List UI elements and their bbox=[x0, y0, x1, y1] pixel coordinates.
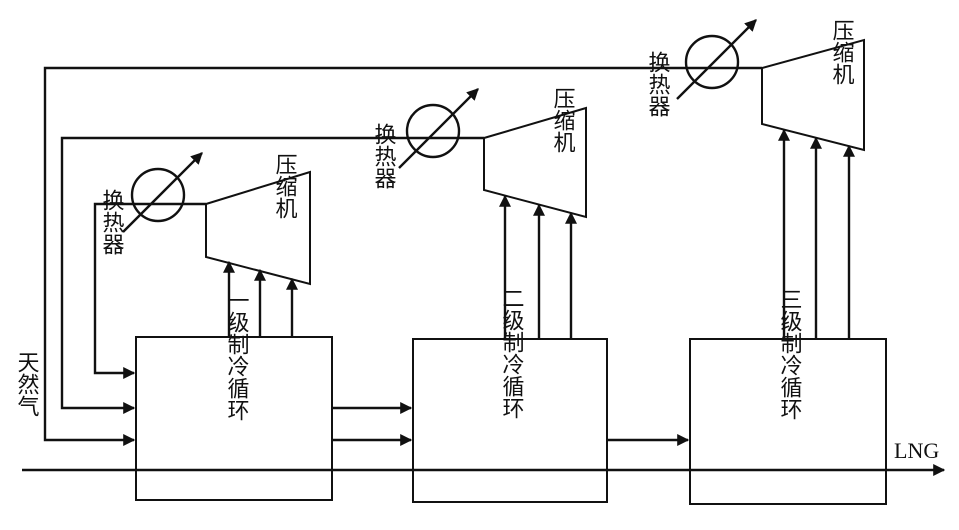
compressor-1-shape bbox=[205, 170, 311, 286]
loop-1-line bbox=[93, 202, 206, 379]
cycle-2-box bbox=[412, 338, 608, 503]
heat-exchanger-1-symbol bbox=[122, 152, 203, 233]
natural-gas-label: 天然气 bbox=[14, 351, 40, 417]
compressor-1-label: 压缩机 bbox=[272, 153, 298, 219]
heat-exchanger-1-label: 换热器 bbox=[99, 189, 125, 255]
cycle-1-box bbox=[135, 336, 333, 501]
compressor-3-shape bbox=[761, 38, 865, 152]
loop-3-line bbox=[43, 66, 762, 446]
lng-label: LNG bbox=[894, 438, 939, 463]
cycle-2-label: 二级制冷循环 bbox=[499, 287, 525, 419]
cycle-1-label: 一级制冷循环 bbox=[224, 289, 250, 421]
loop-2-line bbox=[60, 136, 484, 414]
heat-exchanger-2-symbol bbox=[398, 88, 479, 169]
heat-exchanger-3-symbol bbox=[676, 19, 757, 100]
compressor-2-label: 压缩机 bbox=[550, 87, 576, 153]
cycle-3-box bbox=[689, 338, 887, 505]
heat-exchanger-3-label: 换热器 bbox=[645, 51, 671, 117]
heat-exchanger-2-label: 换热器 bbox=[371, 123, 397, 189]
compressor-3-label: 压缩机 bbox=[829, 19, 855, 85]
compressor-2-shape bbox=[483, 106, 587, 219]
cycle-3-label: 三级制冷循环 bbox=[777, 288, 803, 420]
